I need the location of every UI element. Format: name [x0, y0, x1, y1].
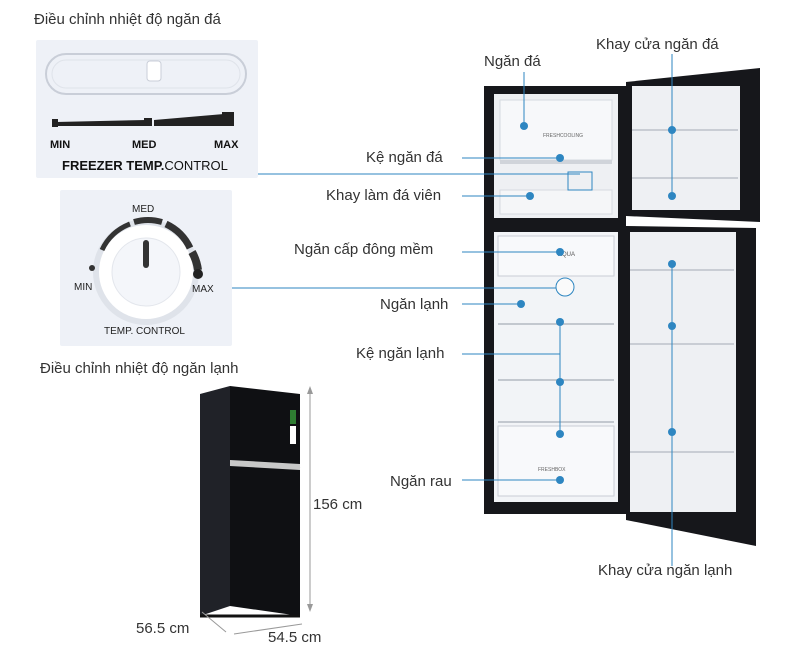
fridge-dimension-illustration	[200, 386, 313, 635]
callout-ke-ngan-da: Kệ ngăn đá	[366, 149, 443, 166]
fridge-med-label: MED	[132, 204, 154, 215]
fridge-min-label: MIN	[74, 282, 92, 293]
freezer-control-panel: MIN MED MAX FREEZER TEMP.CONTROL	[36, 40, 258, 178]
freezer-max-label: MAX	[214, 139, 239, 151]
callout-ngan-rau: Ngăn rau	[390, 473, 452, 490]
callout-khay-cua-ngan-da: Khay cửa ngăn đá	[596, 36, 719, 53]
freezer-slider-knob[interactable]	[146, 60, 162, 82]
freezer-control-title: Điều chỉnh nhiệt độ ngăn đá	[34, 11, 221, 28]
callout-khay-lam-da: Khay làm đá viên	[326, 187, 442, 204]
depth-dimension: 56.5 cm	[136, 620, 190, 637]
freezer-min-label: MIN	[50, 139, 70, 151]
fridge-caption: TEMP. CONTROL	[104, 326, 185, 337]
door-handle-graphic	[230, 460, 300, 470]
callout-ke-ngan-lanh: Kệ ngăn lạnh	[356, 345, 445, 362]
freezer-dial-graphic: MIN MED MAX FREEZER TEMP.CONTROL	[45, 53, 247, 173]
callout-khay-cua-ngan-lanh: Khay cửa ngăn lạnh	[598, 562, 733, 579]
fridge-control-title: Điều chỉnh nhiệt độ ngăn lạnh	[40, 360, 239, 377]
freezer-caption: FREEZER TEMP.CONTROL	[62, 158, 228, 173]
fridge-control-panel: MED MIN MAX TEMP. CONTROL	[60, 190, 232, 346]
width-dimension: 54.5 cm	[268, 629, 322, 646]
freezer-shelf-tag: FRESHCOOLING	[543, 133, 583, 139]
callout-markers	[517, 122, 676, 484]
height-dimension: 156 cm	[313, 496, 363, 513]
fridge-max-label: MAX	[192, 284, 214, 295]
callout-ngan-lanh: Ngăn lạnh	[380, 296, 449, 313]
crisper-tag: FRESHBOX	[538, 467, 566, 473]
fridge-dial-graphic: MED MIN MAX TEMP. CONTROL	[74, 204, 214, 337]
brand-tag: AQUA	[558, 252, 575, 258]
callout-ngan-cap-dong: Ngăn cấp đông mềm	[294, 241, 434, 258]
freezer-med-label: MED	[132, 139, 157, 151]
callout-ngan-da: Ngăn đá	[484, 53, 541, 70]
fridge-dial-pointer[interactable]	[143, 240, 149, 268]
